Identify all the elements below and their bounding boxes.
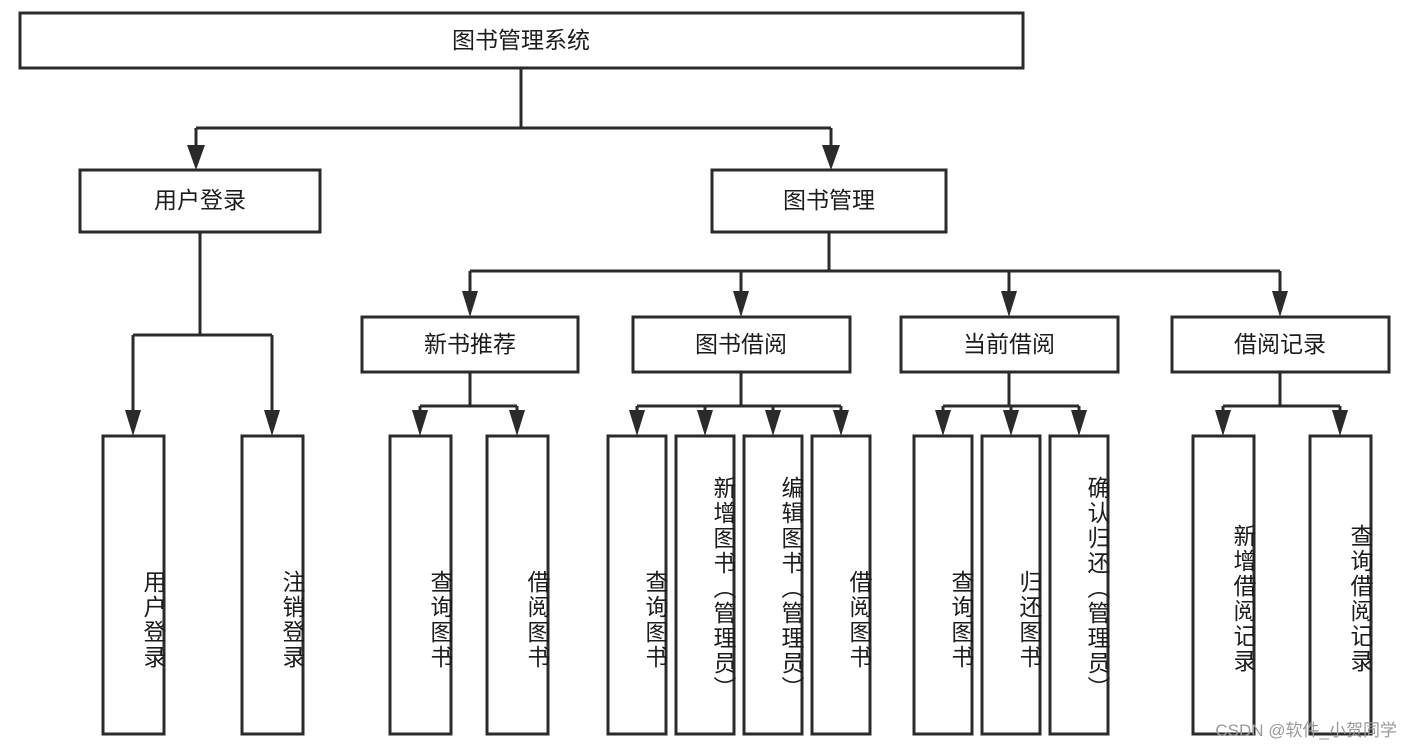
arrow-to-current-borrow — [1001, 291, 1017, 317]
node-new-book-recommend[interactable]: 新书推荐 — [360, 315, 580, 374]
leaf-confirm-return-box[interactable] — [1048, 434, 1110, 736]
leaf-query-book-2-box[interactable] — [606, 434, 668, 736]
leaf-return-book-box[interactable] — [980, 434, 1042, 736]
node-borrow-record[interactable]: 借阅记录 — [1170, 315, 1391, 374]
leaf-edit-book-label: 编辑图书（管理员） — [778, 476, 804, 701]
borrow-record-label: 借阅记录 — [1234, 331, 1326, 357]
arrow-to-user-login — [187, 145, 205, 170]
user-login-label: 用户登录 — [154, 187, 246, 213]
root-label: 图书管理系统 — [452, 27, 590, 53]
book-borrow-box[interactable] — [631, 315, 852, 374]
current-borrow-label: 当前借阅 — [963, 331, 1055, 357]
root-box[interactable] — [18, 11, 1025, 70]
node-root[interactable]: 图书管理系统 — [18, 11, 1025, 70]
leaf-borrow-book-2-label: 借阅图书 — [846, 570, 872, 670]
leaf-user-login-label: 用户登录 — [140, 570, 166, 670]
leaf-add-record-box[interactable] — [1191, 434, 1256, 736]
leaf-boxes-layer — [101, 434, 1373, 736]
arrow-to-new-book-recommend — [462, 291, 478, 317]
leaf-logout-login-label: 注销登录 — [279, 570, 305, 670]
arrow-to-leaf-user-login — [125, 410, 141, 436]
leaf-query-book-3-label: 查询图书 — [948, 570, 974, 670]
arrow-to-leaf-query-book-1 — [412, 410, 428, 436]
arrow-to-leaf-query-book-3 — [935, 410, 951, 436]
connectors-layer — [125, 68, 1348, 436]
leaf-borrow-book-2-box[interactable] — [810, 434, 872, 736]
leaf-user-login-box[interactable] — [101, 434, 166, 736]
arrow-to-book-borrow — [733, 291, 749, 317]
leaf-add-book-label: 新增图书（管理员） — [710, 476, 736, 701]
user-login-box[interactable] — [78, 168, 322, 234]
leaf-borrow-book-1-label: 借阅图书 — [524, 570, 550, 670]
book-manage-label: 图书管理 — [783, 187, 875, 213]
leaf-return-book-label: 归还图书 — [1016, 570, 1042, 670]
leaf-query-book-2-label: 查询图书 — [642, 570, 668, 670]
arrow-to-leaf-borrow-book-1 — [509, 410, 525, 436]
leaf-add-book-box[interactable] — [674, 434, 736, 736]
arrow-to-borrow-record — [1272, 291, 1288, 317]
node-current-borrow[interactable]: 当前借阅 — [899, 315, 1120, 374]
node-book-manage[interactable]: 图书管理 — [710, 168, 948, 234]
leaf-confirm-return-label: 确认归还（管理员） — [1084, 476, 1110, 701]
arrow-to-leaf-add-record — [1215, 410, 1231, 436]
node-book-borrow[interactable]: 图书借阅 — [631, 315, 852, 374]
arrow-to-leaf-borrow-book-2 — [833, 410, 849, 436]
arrow-to-leaf-return-book — [1003, 410, 1019, 436]
arrow-to-leaf-logout-login — [264, 410, 280, 436]
leaf-add-record-label: 新增借阅记录 — [1230, 523, 1256, 674]
arrow-to-leaf-query-book-2 — [629, 410, 645, 436]
book-manage-box[interactable] — [710, 168, 948, 234]
leaf-edit-book-box[interactable] — [742, 434, 804, 736]
leaf-query-record-box[interactable] — [1308, 434, 1373, 736]
current-borrow-box[interactable] — [899, 315, 1120, 374]
leaf-query-book-3-box[interactable] — [912, 434, 974, 736]
leaf-query-book-1-label: 查询图书 — [427, 570, 453, 670]
leaf-query-book-1-box[interactable] — [388, 434, 453, 736]
leaf-borrow-book-1-box[interactable] — [485, 434, 550, 736]
borrow-record-box[interactable] — [1170, 315, 1391, 374]
leaf-query-record-label: 查询借阅记录 — [1347, 523, 1373, 674]
new-book-recommend-label: 新书推荐 — [424, 331, 516, 357]
book-borrow-label: 图书借阅 — [695, 331, 787, 357]
arrow-to-leaf-confirm-return — [1071, 410, 1087, 436]
arrow-to-leaf-edit-book — [765, 410, 781, 436]
node-user-login[interactable]: 用户登录 — [78, 168, 322, 234]
arrow-to-leaf-query-record — [1332, 410, 1348, 436]
new-book-recommend-box[interactable] — [360, 315, 580, 374]
arrow-to-leaf-add-book — [697, 410, 713, 436]
leaf-logout-login-box[interactable] — [240, 434, 305, 736]
arrow-to-book-manage — [822, 145, 840, 170]
